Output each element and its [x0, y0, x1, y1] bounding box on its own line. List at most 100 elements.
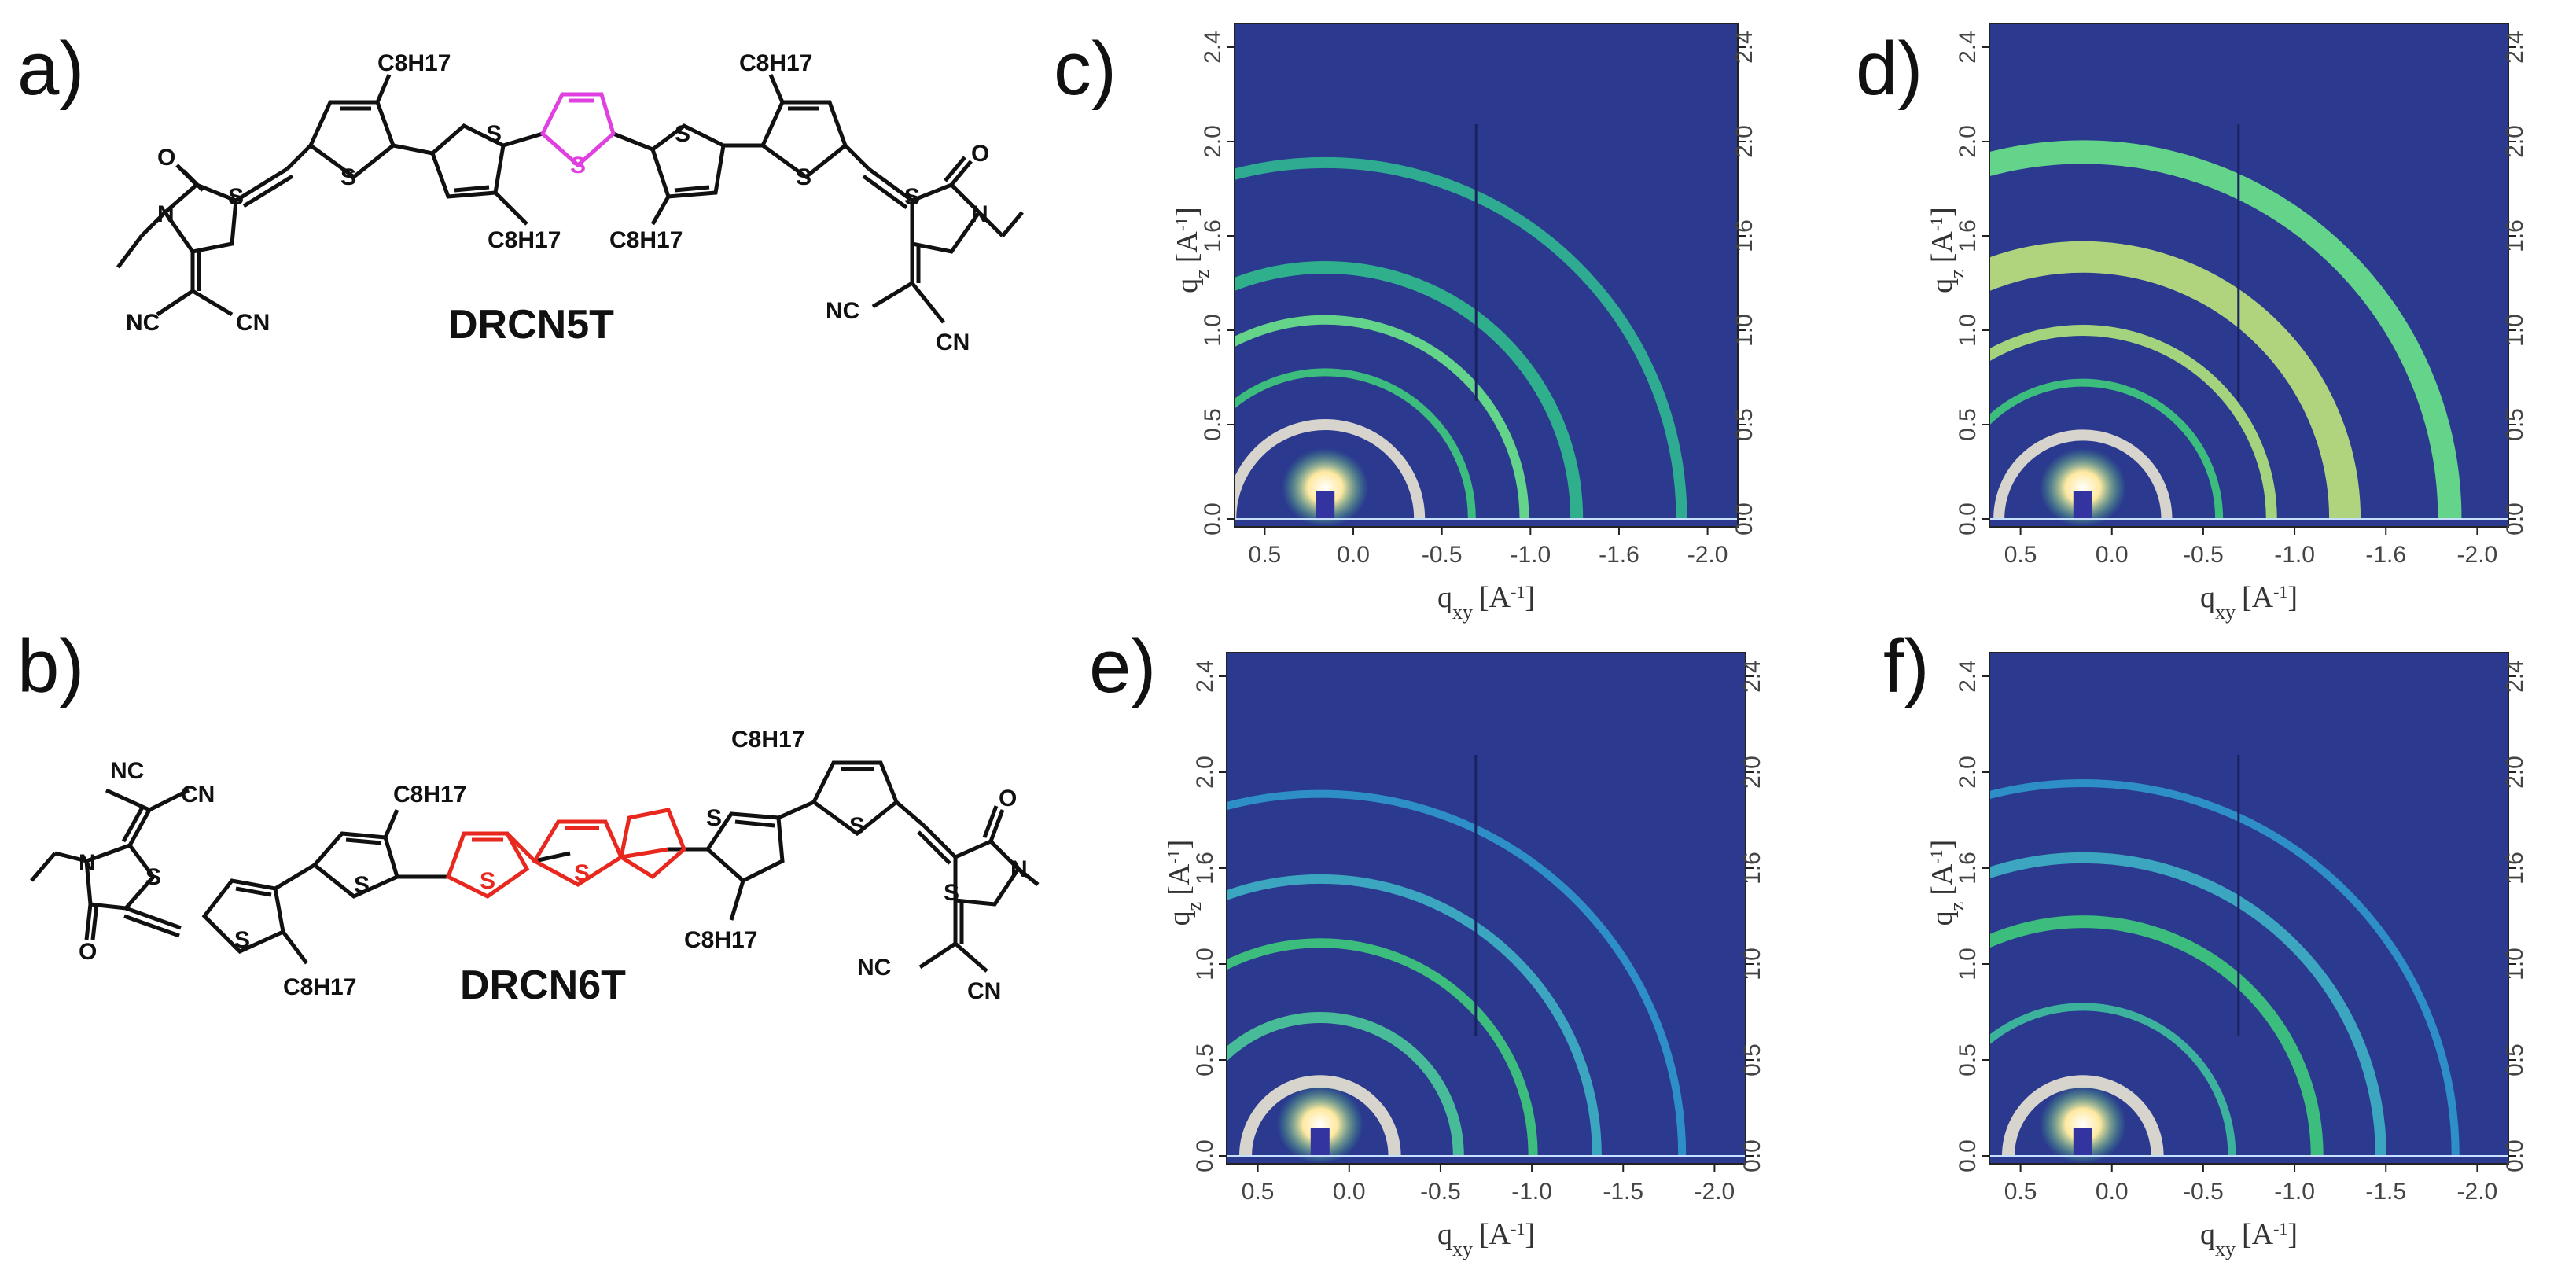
central-peak — [1276, 1085, 1363, 1164]
x-tick-label: 0.5 — [1249, 542, 1282, 568]
x-tick-label: 0.0 — [1333, 1179, 1366, 1205]
x-tick-label: -1.6 — [1599, 542, 1639, 568]
y-tick-label: 2.4 — [1200, 31, 1226, 64]
sidechain-label: C8H17 — [283, 974, 356, 1000]
diffraction-ring — [1989, 140, 2462, 520]
atom-cn: CN — [967, 978, 1001, 1004]
diffraction-ring — [1989, 852, 2386, 1157]
bond-lines — [30, 760, 1040, 973]
atom-nc: NC — [126, 310, 160, 336]
atom-cn: CN — [936, 329, 970, 355]
y-tick-label: 0.0 — [1200, 502, 1226, 535]
y-tick-label: 1.0 — [2502, 314, 2528, 347]
y-tick-label: 1.0 — [1739, 948, 1765, 981]
x-tick-label: 0.0 — [2096, 542, 2129, 568]
y-tick-label: 0.0 — [2502, 1139, 2528, 1172]
diffraction-ring — [1235, 156, 1687, 520]
y-tick-label: 1.6 — [1955, 219, 1981, 252]
x-tick-label: -0.5 — [1422, 542, 1463, 568]
molecule-drawing: S S S S S S S N N O O CN NC NC CN C8H17 … — [116, 50, 1024, 355]
y-tick-label: 2.4 — [1731, 31, 1757, 64]
atom-nc: NC — [110, 758, 144, 784]
diffraction-ring — [1227, 1012, 1464, 1157]
diffraction-ring — [1989, 378, 2224, 520]
y-axis-title: qz[A-1] — [1163, 840, 1205, 926]
atom-s: S — [340, 164, 356, 190]
atom-cn: CN — [236, 310, 270, 336]
atom-s: S — [796, 164, 811, 190]
sidechain-label: C8H17 — [739, 50, 812, 76]
atom-cn: CN — [181, 782, 215, 808]
x-tick-label: -1.0 — [2274, 1179, 2315, 1205]
x-tick-label: -2.0 — [2457, 1179, 2498, 1205]
diffraction-ring — [1235, 315, 1529, 520]
beam-stop — [1310, 1128, 1330, 1156]
y-tick-label: 2.4 — [1192, 660, 1218, 693]
x-tick-label: 0.0 — [2096, 1179, 2129, 1205]
x-tick-label: -1.5 — [1603, 1179, 1643, 1205]
y-tick-label: 0.0 — [1739, 1139, 1765, 1172]
diffraction-ring — [2002, 1075, 2164, 1157]
diffraction-ring — [1235, 261, 1584, 520]
panel-label-f: f) — [1883, 624, 1930, 708]
y-tick-label: 1.0 — [1200, 314, 1226, 347]
molecule-name-drcn5t: DRCN5T — [448, 302, 614, 348]
y-tick-label: 1.0 — [1731, 314, 1757, 347]
plot-frame — [1989, 23, 2509, 528]
atom-o: O — [79, 939, 97, 965]
diffraction-ring — [1239, 1075, 1401, 1157]
y-tick-label: 2.0 — [1955, 756, 1981, 789]
y-tick-label: 1.6 — [1200, 219, 1226, 252]
sidechain-label: C8H17 — [731, 727, 804, 753]
y-tick-label: 0.5 — [2502, 1043, 2528, 1076]
atom-s: S — [486, 121, 502, 147]
sidechain-label: C8H17 — [609, 227, 683, 253]
y-tick-label: 0.0 — [1731, 502, 1757, 535]
y-tick-label: 1.6 — [1731, 219, 1757, 252]
x-tick-label: 0.5 — [1242, 1179, 1275, 1205]
x-axis-title: qxy[A-1] — [1437, 581, 1535, 624]
y-tick-label: 2.0 — [1955, 125, 1981, 158]
diffraction-ring — [1989, 241, 2361, 520]
panel-label-b: b) — [17, 624, 85, 708]
atom-o: O — [971, 141, 989, 167]
atom-s: S — [145, 864, 161, 890]
y-tick-label: 0.5 — [1731, 408, 1757, 441]
panel-label-d: d) — [1856, 27, 1923, 111]
atom-s: S — [944, 880, 959, 906]
atom-o: O — [999, 786, 1017, 811]
detector-background — [1235, 24, 1738, 527]
molecule-drawing: S S S S S S S S N N O O NC CN NC CN C8H1… — [30, 727, 1040, 1008]
diffraction-ring — [1989, 325, 2277, 520]
sidechain-label: C8H17 — [377, 50, 451, 76]
y-tick-label: 2.4 — [1955, 31, 1981, 64]
beam-stop — [2073, 491, 2092, 519]
y-axis-title: qz[A-1] — [1926, 840, 1968, 926]
atom-s: S — [706, 805, 722, 831]
diffraction-ring — [1989, 1003, 2236, 1157]
atom-s-highlight: S — [570, 153, 586, 178]
y-tick-label: 1.6 — [1955, 852, 1981, 885]
beam-stop — [2073, 1128, 2092, 1156]
panel-label-e: e) — [1089, 624, 1157, 708]
y-tick-label: 2.4 — [1955, 660, 1981, 693]
y-tick-label: 1.6 — [1192, 852, 1218, 885]
x-tick-label: -1.6 — [2365, 542, 2406, 568]
x-tick-label: -0.5 — [1420, 1179, 1461, 1205]
molecule-name-drcn6t: DRCN6T — [460, 962, 626, 1008]
atom-s: S — [228, 184, 244, 210]
x-axis-title: qxy[A-1] — [1437, 1218, 1535, 1260]
y-tick-label: 0.0 — [2502, 502, 2528, 535]
x-tick-label: -2.0 — [1695, 1179, 1735, 1205]
y-tick-label: 0.5 — [1192, 1043, 1218, 1076]
x-axis-title: qxy[A-1] — [2200, 581, 2298, 624]
highlight-thiophene — [539, 92, 616, 168]
y-tick-label: 2.0 — [1731, 125, 1757, 158]
x-tick-label: -0.5 — [2183, 542, 2224, 568]
